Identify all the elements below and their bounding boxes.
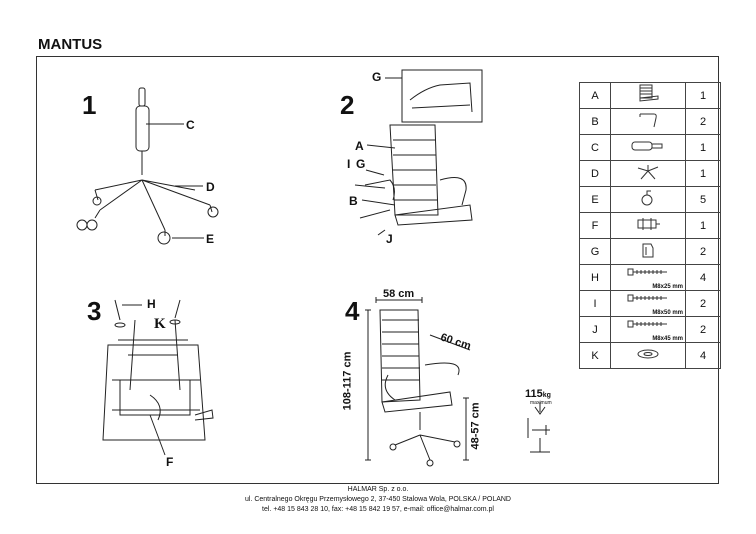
max-load-note: maximum <box>530 400 552 406</box>
part-quantity: 1 <box>685 134 721 161</box>
part-quantity: 2 <box>685 108 721 135</box>
callout-b: B <box>349 194 358 208</box>
dim-seat-height: 48-57 cm <box>469 402 482 450</box>
part-illustration: M8x25 mm <box>610 264 686 291</box>
company-name: HALMAR Sp. z o.o. <box>347 486 409 493</box>
step2-drawing <box>354 69 483 236</box>
bolt-icon <box>627 319 669 332</box>
part-letter: E <box>579 186 611 213</box>
part-quantity: 2 <box>685 290 721 317</box>
part-letter: F <box>579 212 611 239</box>
part-illustration <box>610 82 686 109</box>
mechanism-icon <box>635 215 661 236</box>
step3-drawing <box>102 299 214 456</box>
part-letter: K <box>579 342 611 369</box>
armrest-icon <box>637 111 659 132</box>
part-quantity: 5 <box>685 186 721 213</box>
part-letter: B <box>579 108 611 135</box>
document-title: MANTUS <box>38 36 103 53</box>
caster-icon <box>639 189 657 210</box>
part-illustration <box>610 342 686 369</box>
callout-d: D <box>206 180 215 194</box>
bolt-size-label: M8x50 mm <box>652 310 683 316</box>
backrest-seat-icon <box>636 84 660 107</box>
max-load-label: 115kg <box>525 388 551 400</box>
part-letter: I <box>579 290 611 317</box>
step-number-1: 1 <box>82 90 97 120</box>
part-letter: J <box>579 316 611 343</box>
bolt-size-label: M8x25 mm <box>652 284 683 290</box>
part-illustration <box>610 238 686 265</box>
callout-f: F <box>166 455 174 469</box>
bolt-icon <box>627 267 669 280</box>
part-quantity: 2 <box>685 238 721 265</box>
part-quantity: 4 <box>685 342 721 369</box>
part-illustration <box>610 186 686 213</box>
part-illustration <box>610 212 686 239</box>
part-illustration <box>610 108 686 135</box>
company-contact: tel. +48 15 843 28 10, fax: +48 15 842 1… <box>262 506 494 513</box>
step-number-3: 3 <box>87 296 102 326</box>
step1-drawing <box>76 87 219 245</box>
step-number-4: 4 <box>345 296 360 326</box>
step4-drawing <box>365 297 550 467</box>
callout-g-detail: G <box>372 70 382 84</box>
part-quantity: 1 <box>685 82 721 109</box>
callout-h: H <box>147 297 156 311</box>
gas-lift-icon <box>630 139 666 156</box>
part-quantity: 1 <box>685 160 721 187</box>
part-illustration: M8x50 mm <box>610 290 686 317</box>
part-letter: A <box>579 82 611 109</box>
company-address: ul. Centralnego Okręgu Przemysłowego 2, … <box>244 496 511 503</box>
bolt-icon <box>627 293 669 306</box>
callout-e: E <box>206 232 215 246</box>
part-illustration <box>610 160 686 187</box>
callout-k: K <box>154 316 166 332</box>
washer-icon <box>635 348 661 363</box>
step-number-2: 2 <box>340 90 355 120</box>
part-quantity: 1 <box>685 212 721 239</box>
callout-j: J <box>386 232 393 246</box>
max-load-unit: kg <box>542 392 551 399</box>
part-letter: C <box>579 134 611 161</box>
callout-g: G <box>356 157 366 171</box>
callout-c: C <box>186 118 195 132</box>
dim-width: 58 cm <box>383 288 415 300</box>
dim-height: 108-117 cm <box>341 351 354 411</box>
part-illustration: M8x45 mm <box>610 316 686 343</box>
part-quantity: 4 <box>685 264 721 291</box>
part-letter: H <box>579 264 611 291</box>
part-quantity: 2 <box>685 316 721 343</box>
max-load-value: 115 <box>525 388 543 400</box>
part-illustration <box>610 134 686 161</box>
connector-icon <box>640 241 656 262</box>
callout-i: I <box>347 157 351 171</box>
bolt-size-label: M8x45 mm <box>652 336 683 342</box>
star-base-icon <box>635 163 661 184</box>
callout-a: A <box>355 139 364 153</box>
part-letter: G <box>579 238 611 265</box>
part-letter: D <box>579 160 611 187</box>
